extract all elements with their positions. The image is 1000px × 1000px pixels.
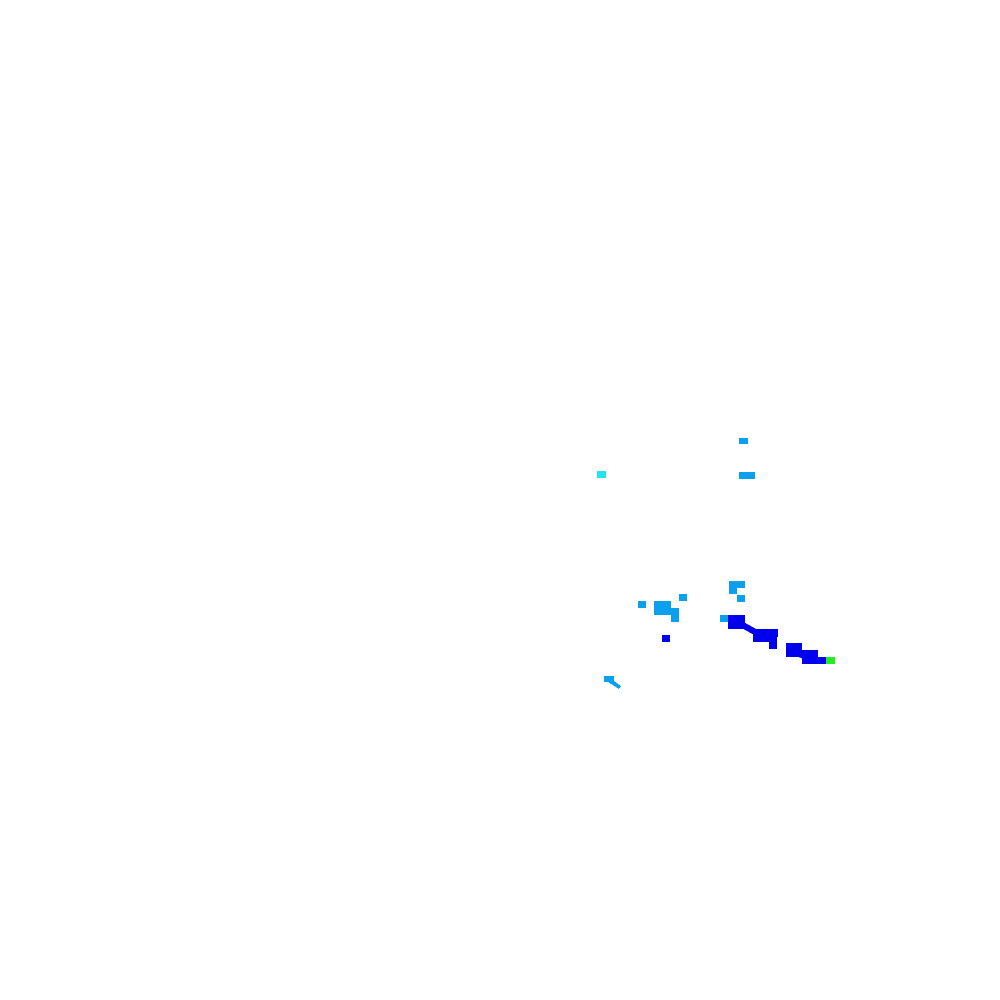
cell-sky-blue <box>739 472 755 479</box>
cell-sky-blue <box>720 615 729 622</box>
cell-green <box>826 657 835 664</box>
cell-deep-blue <box>662 635 670 642</box>
cell-sky-blue <box>737 595 745 602</box>
trail-sky-blue <box>608 678 621 689</box>
cell-sky-blue <box>654 601 671 608</box>
cell-sky-blue <box>654 608 679 615</box>
cell-sky-blue <box>739 438 748 444</box>
cell-deep-blue <box>817 657 827 664</box>
cell-sky-blue <box>671 615 679 622</box>
cell-cyan <box>597 471 606 478</box>
cell-deep-blue <box>753 629 778 637</box>
cell-deep-blue <box>769 636 777 649</box>
cell-sky-blue <box>729 588 737 594</box>
cell-sky-blue <box>729 581 745 588</box>
cell-sky-blue <box>679 594 687 601</box>
cell-sky-blue <box>604 676 614 682</box>
cell-deep-blue <box>753 636 770 642</box>
cell-deep-blue <box>802 650 818 664</box>
cell-sky-blue <box>638 601 646 608</box>
